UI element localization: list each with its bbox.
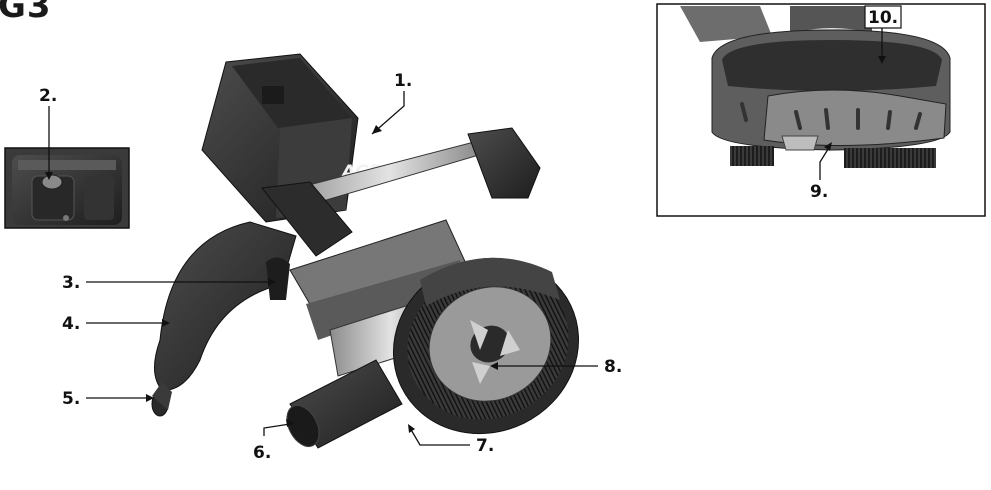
- tool-main: AGR: [151, 53, 580, 449]
- inset-switch: [4, 147, 130, 229]
- handle-bar-end-grip: [467, 127, 541, 199]
- callout-6: 6.: [253, 443, 271, 463]
- inset-rib: [740, 102, 748, 122]
- figure-title: G3: [0, 0, 52, 26]
- arrowhead-6: [286, 419, 294, 427]
- callout-9: 9.: [810, 182, 828, 202]
- callout-7: 7.: [476, 436, 494, 456]
- leader-6: [263, 423, 291, 436]
- arrowhead-9: [824, 142, 832, 151]
- inset-bristles-left: [730, 146, 774, 166]
- motor-top-latch: [262, 86, 284, 104]
- callout-3: 3.: [62, 273, 80, 293]
- dust-cover-rim: [420, 257, 560, 306]
- arrowhead-4: [162, 319, 170, 327]
- disc-segment: [472, 362, 490, 384]
- suction-opening: [286, 404, 320, 448]
- handle-bar-rear-grip: [261, 181, 353, 257]
- inset-cover-top: [722, 40, 942, 91]
- arrowhead-10: [878, 56, 886, 64]
- inset-handle: [680, 6, 772, 42]
- arrowhead-2: [45, 172, 53, 180]
- callout-5: 5.: [62, 389, 80, 409]
- arrowhead-1: [372, 125, 382, 134]
- inset-rib: [824, 108, 830, 130]
- disc-segment: [500, 330, 520, 356]
- inset-screw: [63, 215, 69, 221]
- callout-10: 10.: [868, 8, 898, 28]
- arrowhead-3: [268, 278, 276, 286]
- inset-rib: [886, 110, 892, 130]
- callout-4: 4.: [62, 314, 80, 334]
- leader-lines: [48, 27, 883, 446]
- switch-knob: [41, 174, 63, 190]
- leader-arrowheads: [45, 56, 886, 433]
- leader-9: [819, 145, 831, 180]
- inset-switch-top-edge: [18, 160, 116, 170]
- inset-bristles-right: [844, 148, 936, 168]
- leader-7: [409, 427, 470, 446]
- motor-housing-top: [232, 58, 352, 128]
- inset-rib: [794, 110, 802, 130]
- callout-8: 8.: [604, 357, 622, 377]
- callout-2: 2.: [39, 86, 57, 106]
- arrowhead-7: [408, 424, 415, 433]
- inset-notch: [781, 135, 819, 151]
- callout-10-box: [864, 5, 902, 29]
- trigger: [266, 257, 290, 300]
- inset-dust-cover: [656, 3, 986, 217]
- inset-switch-side: [84, 176, 114, 220]
- callout-1: 1.: [394, 71, 412, 91]
- cord-protector: [152, 382, 172, 410]
- rear-handle: [154, 221, 297, 391]
- leader-1: [371, 91, 405, 135]
- arrowhead-5: [146, 394, 154, 402]
- inset-rib: [914, 112, 922, 130]
- arrowhead-8: [490, 362, 498, 370]
- disc-segment: [470, 320, 488, 350]
